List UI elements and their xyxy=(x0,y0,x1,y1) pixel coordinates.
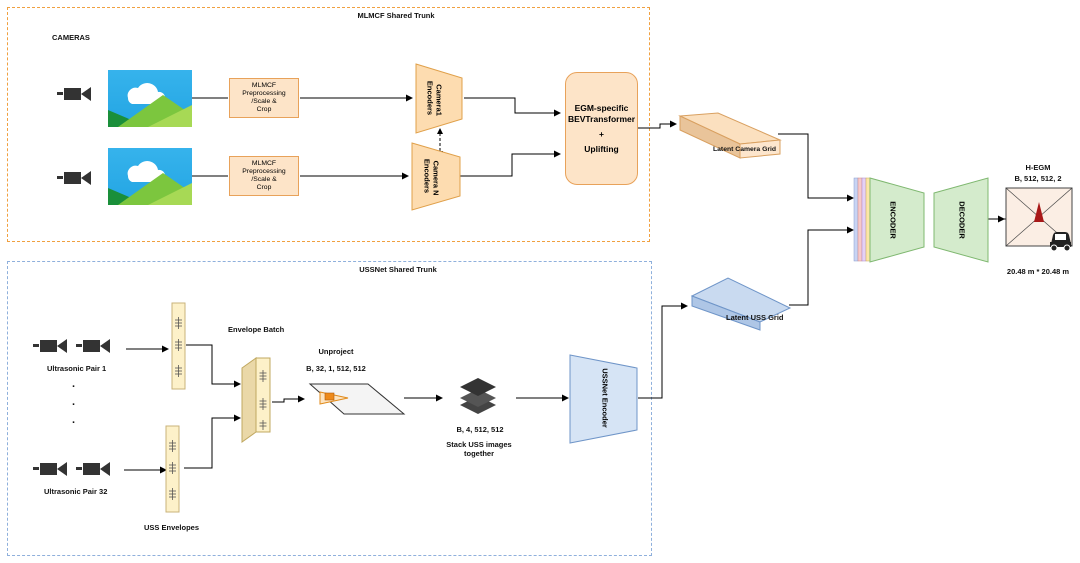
image-icon xyxy=(108,148,192,205)
cameran-encoder-shape xyxy=(411,142,461,211)
ussnet-encoder-text: USSNet Encoder xyxy=(600,368,610,428)
mlmcf-trunk-title: MLMCF Shared Trunk xyxy=(357,11,435,20)
preprocessing-box-1-label: MLMCF Preprocessing /Scale & Crop xyxy=(242,82,286,113)
camera1-encoder-shape xyxy=(415,63,463,134)
bev-transformer-box: EGM-specific BEVTransformer + Uplifting xyxy=(565,72,638,185)
bev-plus: + xyxy=(599,128,604,139)
encoder-stack-layers xyxy=(853,177,871,262)
preprocessing-box-2-label: MLMCF Preprocessing /Scale & Crop xyxy=(242,160,286,191)
h-egm-shape: B, 512, 512, 2 xyxy=(1014,174,1062,183)
stack-shape-label: B, 4, 512, 512 xyxy=(456,425,504,434)
ussnet-encoder-shape xyxy=(569,354,638,444)
ultrasonic-pair-32-label: Ultrasonic Pair 32 xyxy=(44,487,108,496)
camera-icon xyxy=(57,170,93,191)
h-egm-size: 20.48 m * 20.48 m xyxy=(1006,267,1070,276)
cameran-encoder-text: Camera N Encoders xyxy=(422,158,441,196)
ultrasonic-sensor-icon xyxy=(33,461,69,482)
encoder-text: ENCODER xyxy=(888,201,898,239)
cameras-section-label: CAMERAS xyxy=(52,33,90,42)
envelope-batch-ticks xyxy=(256,358,270,432)
encoder-shape xyxy=(869,177,925,263)
camera-icon xyxy=(57,86,93,107)
camera1-encoder-text: Camera1 Encoders xyxy=(425,80,444,116)
vehicle-icon xyxy=(1048,230,1072,257)
unproject-plane-shape xyxy=(308,383,406,415)
uss-envelopes-label: USS Envelopes xyxy=(144,523,200,532)
ussnet-trunk-border xyxy=(7,261,652,556)
latent-camera-grid-label: Latent Camera Grid xyxy=(713,146,777,153)
preprocessing-box-2: MLMCF Preprocessing /Scale & Crop xyxy=(229,156,299,196)
decoder-shape xyxy=(933,177,989,263)
ussnet-encoder-label: USSNet Encoder xyxy=(601,368,610,428)
envelope-batch-shape xyxy=(241,357,271,443)
layers-stack-icon xyxy=(460,378,496,414)
latent-uss-grid-label: Latent USS Grid xyxy=(726,313,784,322)
preprocessing-box-1: MLMCF Preprocessing /Scale & Crop xyxy=(229,78,299,118)
ellipsis-dot: . xyxy=(72,396,76,408)
ellipsis-dot: . xyxy=(72,378,76,390)
unproject-shape-label: B, 32, 1, 512, 512 xyxy=(306,364,366,373)
cameran-encoder-label: Camera N Encoders xyxy=(422,156,450,196)
mlmcf-trunk-border xyxy=(7,7,650,242)
ellipsis-dot: . xyxy=(72,414,76,426)
envelope-bar-1-ticks xyxy=(172,303,185,389)
latent-camera-grid-shape xyxy=(678,112,782,159)
ultrasonic-sensor-icon xyxy=(76,461,112,482)
camera-arrows xyxy=(192,94,854,306)
bev-uplifting: Uplifting xyxy=(584,143,619,154)
h-egm-title: H-EGM xyxy=(1025,163,1051,172)
decoder-label: DECODER xyxy=(958,201,967,239)
ultrasonic-sensor-icon xyxy=(33,338,69,359)
encoder-label: ENCODER xyxy=(889,201,898,239)
latent-uss-grid-shape xyxy=(690,277,792,331)
unproject-label: Unproject xyxy=(318,347,354,356)
image-icon xyxy=(108,70,192,127)
stack-uss-label: Stack USS images together xyxy=(446,440,512,458)
ultrasonic-pair-1-label: Ultrasonic Pair 1 xyxy=(47,364,107,373)
envelope-batch-label: Envelope Batch xyxy=(228,325,285,334)
envelope-bar-32-ticks xyxy=(166,426,179,512)
ultrasonic-sensor-icon xyxy=(76,338,112,359)
camera1-encoder-label: Camera1 Encoders xyxy=(426,80,453,116)
ussnet-trunk-title: USSNet Shared Trunk xyxy=(359,265,437,274)
bev-transformer-title: EGM-specific BEVTransformer xyxy=(567,102,636,124)
decoder-text: DECODER xyxy=(957,201,967,239)
